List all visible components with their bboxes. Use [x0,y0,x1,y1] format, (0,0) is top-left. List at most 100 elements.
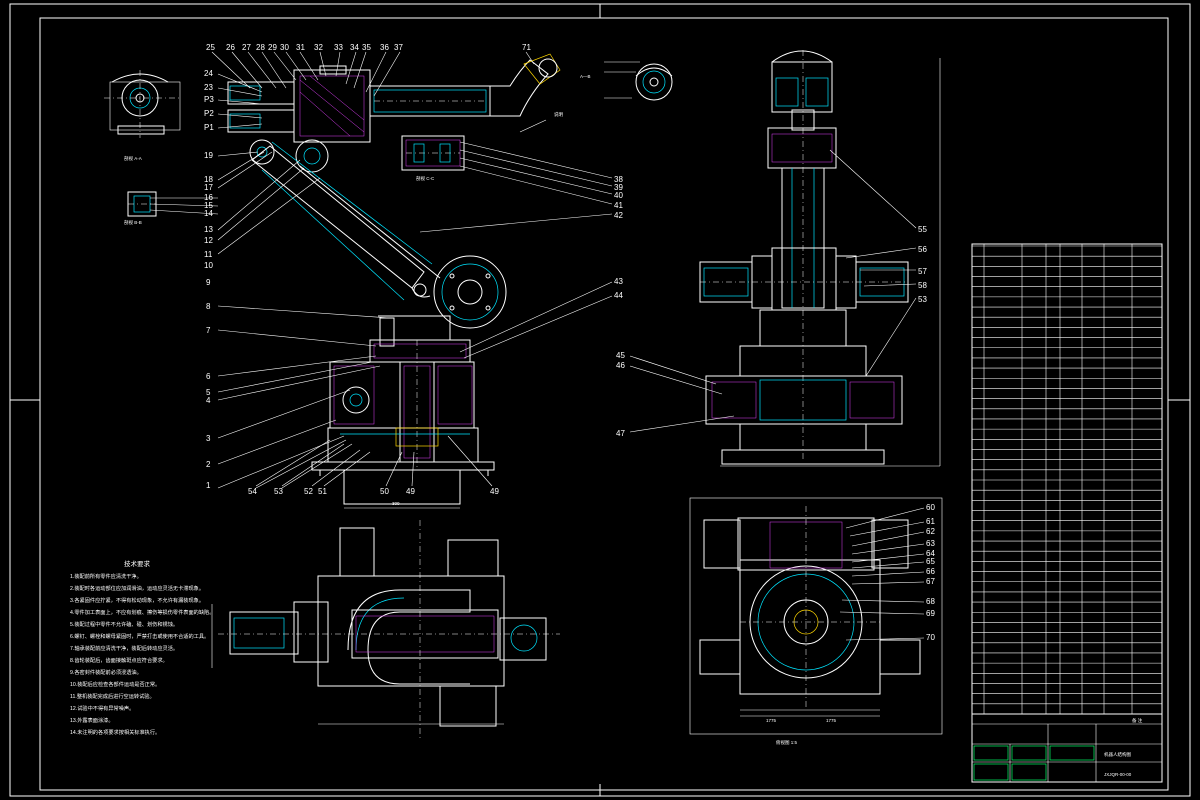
section-label-d: A—B [580,74,591,79]
balloon-37: 37 [394,43,403,52]
balloon-1: 1 [206,481,211,490]
balloon-34: 34 [350,43,359,52]
svg-text:1775: 1775 [766,718,777,723]
balloon-64: 64 [926,549,935,558]
balloon-47: 47 [616,429,625,438]
balloon-26: 26 [226,43,235,52]
balloon-42: 42 [614,211,623,220]
balloon-group-top: 25 26 27 28 29 30 31 32 33 34 35 36 37 7… [206,43,531,52]
balloon-15: 15 [204,201,213,210]
balloon-41: 41 [614,201,623,210]
balloon-60: 60 [926,503,935,512]
note-11: 11.整机装配完成后进行空运转试验。 [70,692,155,700]
balloon-28: 28 [256,43,265,52]
balloon-31: 31 [296,43,305,52]
section-label-b: 剖视 B-B [124,219,142,226]
balloon-32: 32 [314,43,323,52]
balloon-11: 11 [204,250,213,259]
balloon-17: 17 [204,183,213,192]
detail-a-view: 剖视 A-A [104,70,182,162]
note-7: 7.轴承装配前应清洗干净，装配后转动应灵活。 [70,644,178,652]
top-plan-view [211,520,560,740]
note-10: 10.装配后应检查各部件运动是否正常。 [70,680,160,688]
balloon-52: 52 [304,487,313,496]
balloon-70: 70 [926,633,935,642]
note-2: 2.装配时各运动部位应加润滑油，运动应灵活无卡滞现象。 [70,584,204,592]
note-4: 4.零件加工表面上，不应有划痕、擦伤等损伤零件表面的缺陷。 [70,608,214,616]
balloon-12: 12 [204,236,213,245]
balloon-46: 46 [616,361,625,370]
balloon-23: 23 [204,83,213,92]
balloon-16: 16 [204,193,213,202]
section-label-plan: 俯视图 1:5 [776,739,798,746]
note-14: 14.未注明的各项要求按相关标准执行。 [70,728,160,736]
balloon-5: 5 [206,388,211,397]
left-leaders [149,73,391,489]
base-plan-view: 1775 1775 俯视图 1:5 [689,497,943,746]
balloon-57: 57 [918,267,927,276]
balloon-45: 45 [616,351,625,360]
side-leaders [629,149,917,433]
balloon-65: 65 [926,557,935,566]
balloon-54: 54 [248,487,257,496]
note-1: 1.装配前所有零件应清洗干净。 [70,572,142,580]
balloon-53b: 53 [918,295,927,304]
upper-arm: 说明 [227,53,563,143]
balloon-p3: P3 [204,95,214,104]
balloon-43: 43 [614,277,623,286]
balloon-group-mid: 38 39 40 41 42 43 44 [614,175,623,300]
svg-text:1775: 1775 [826,718,837,723]
drawing-frame [9,3,1191,797]
balloon-40: 40 [614,191,623,200]
top-leaders [211,51,535,97]
balloon-53: 53 [274,487,283,496]
balloon-62: 62 [926,527,935,536]
balloon-4: 4 [206,396,211,405]
balloon-7: 7 [206,326,211,335]
balloon-56: 56 [918,245,927,254]
balloon-30: 30 [280,43,289,52]
note-9: 9.各密封件装配前必须浸透油。 [70,668,142,676]
balloon-35: 35 [362,43,371,52]
balloon-14: 14 [204,209,213,218]
notes-title: 技术要求 [124,559,151,568]
mid-leaders [419,141,613,359]
note-5: 5.装配过程中零件不允许磕、碰、划伤和锈蚀。 [70,620,178,628]
balloon-24: 24 [204,69,213,78]
bill-of-materials [971,243,1163,715]
balloon-50: 50 [380,487,389,496]
side-elevation-view [699,50,941,467]
balloon-49a: 49 [406,487,415,496]
balloon-10: 10 [204,261,213,270]
balloon-p2: P2 [204,109,214,118]
balloon-2: 2 [206,460,211,469]
balloon-6: 6 [206,372,211,381]
balloon-66: 66 [926,567,935,576]
balloon-3: 3 [206,434,211,443]
balloon-36: 36 [380,43,389,52]
note-6: 6.螺钉、螺栓和螺母紧固时，严禁打击或使用不合适的工具。 [70,632,209,640]
note-12: 12.试验中不得有异常噪声。 [70,704,134,712]
title-heading: 备 注 [1132,717,1143,724]
balloon-71: 71 [522,43,531,52]
balloon-63: 63 [926,539,935,548]
balloon-39: 39 [614,183,623,192]
balloon-68: 68 [926,597,935,606]
balloon-group-bottom: 54 53 52 51 50 49 49 [248,487,499,496]
balloon-49b: 49 [490,487,499,496]
svg-text:300: 300 [392,501,400,506]
balloon-51: 51 [318,487,327,496]
note-8: 8.齿轮装配后，齿面接触斑点应符合要求。 [70,656,168,664]
detail-b-view: 剖视 B-B [124,191,157,226]
balloon-9: 9 [206,278,211,287]
balloon-29: 29 [268,43,277,52]
bottom-leaders [255,435,493,487]
balloon-8: 8 [206,302,211,311]
drawing-title: 机器人结构图 [1104,751,1131,758]
balloon-44: 44 [614,291,623,300]
base-section: 300 [311,315,495,509]
balloon-38: 38 [614,175,623,184]
detail-c-view: A—B [580,61,673,101]
bom-rows [972,245,1162,715]
balloon-p1: P1 [204,123,214,132]
